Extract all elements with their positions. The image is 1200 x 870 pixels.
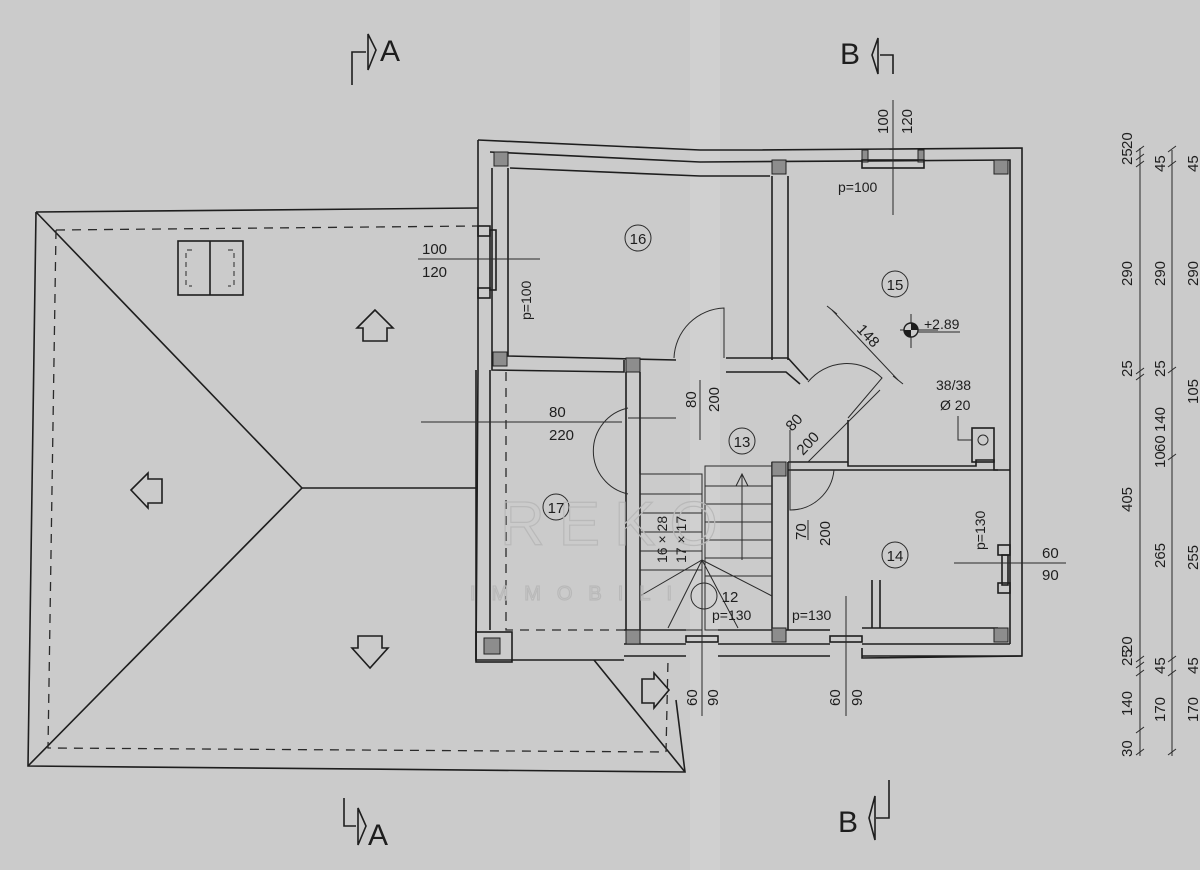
room-15-marker	[881, 270, 909, 298]
stairs-dimension-b: 17 × 17	[673, 516, 689, 563]
middle-dim-3: 25	[1152, 360, 1169, 377]
section-b-top-icon	[871, 37, 894, 75]
door14-width: 70	[793, 523, 810, 540]
svg-text:REKO: REKO	[500, 490, 732, 559]
arrow-right-icon	[641, 670, 671, 711]
middle-dim-8: 45	[1152, 657, 1169, 674]
roof-outline	[27, 207, 686, 773]
middle-dim-6: 60	[1152, 435, 1169, 452]
room-12-number: 12	[722, 589, 739, 606]
middle-dim-1: 45	[1152, 155, 1169, 172]
room16-sill: p=100	[518, 280, 534, 320]
room16-window-height: 120	[422, 264, 447, 281]
door16-width: 80	[683, 391, 700, 408]
inner-dim-2: 290	[1185, 261, 1200, 286]
section-a-top-icon	[351, 33, 377, 85]
middle-dim-7: 265	[1152, 543, 1169, 568]
room14-window-width: 60	[1042, 545, 1059, 562]
middle-dim-5: 10	[1152, 451, 1169, 468]
window-room-14	[997, 544, 1011, 594]
room-17-number: 17	[548, 500, 565, 517]
inner-dim-4: 255	[1185, 545, 1200, 570]
door-room-17	[592, 407, 676, 495]
room16-window-width: 100	[422, 241, 447, 258]
inner-dim-3: 105	[1185, 379, 1200, 404]
section-b-bottom-label: B	[838, 806, 858, 839]
door14-height: 200	[817, 521, 834, 546]
room-16-number: 16	[630, 231, 647, 248]
inner-dim-6: 170	[1185, 697, 1200, 722]
chimney-diameter: Ø 20	[940, 397, 971, 413]
watermark: REKO IMMOBILI	[469, 489, 732, 605]
room14-window-height: 90	[1042, 567, 1059, 584]
window-room-16	[477, 225, 497, 299]
leader-lines	[418, 100, 1066, 716]
middle-dim-4: 140	[1152, 407, 1169, 432]
section-a-bottom-icon	[343, 798, 367, 846]
outer-dim-1: 25	[1119, 148, 1136, 165]
room-12-marker	[690, 582, 718, 610]
chimney-size: 38/38	[936, 377, 971, 393]
level-marker-icon	[900, 314, 960, 348]
room15-window-width: 100	[875, 109, 892, 134]
room-13-number: 13	[734, 434, 751, 451]
middle-dim-9: 170	[1152, 697, 1169, 722]
outer-dim-5: 405	[1119, 487, 1136, 512]
outer-dim-7: 20	[1119, 636, 1136, 653]
outer-dim-3: 290	[1119, 261, 1136, 286]
dimension-chain-lines	[1135, 145, 1177, 756]
door-room-16	[673, 307, 725, 359]
room-17-walls	[475, 370, 626, 663]
svg-text:IMMOBILI: IMMOBILI	[470, 583, 688, 605]
room-14-number: 14	[887, 548, 904, 565]
room14-sill-bottom: p=130	[792, 607, 832, 623]
level-value: +2.89	[924, 316, 960, 332]
room14-sill-right: p=130	[972, 510, 988, 550]
bottom-left-window-width: 60	[684, 689, 701, 706]
room15-window-height: 120	[899, 109, 916, 134]
section-b-top-label: B	[840, 38, 860, 71]
room-16-marker	[624, 224, 652, 252]
section-a-top-label: A	[380, 35, 400, 68]
room-17-marker	[542, 493, 570, 521]
door17-width: 80	[549, 404, 566, 421]
roof-hatch-skylight	[177, 240, 244, 296]
section-a-bottom-label: A	[368, 819, 388, 852]
outer-dim-6: 25	[1119, 649, 1136, 666]
bottom-right-window-height: 90	[849, 689, 866, 706]
door17-height: 220	[549, 427, 574, 444]
staircase	[639, 465, 773, 631]
bottom-left-window-height: 90	[705, 689, 722, 706]
room12-sill: p=130	[712, 607, 752, 623]
door-room-14	[789, 430, 835, 511]
outer-dim-8: 140	[1119, 691, 1136, 716]
arrow-up-icon	[355, 308, 395, 342]
inner-dim-5: 45	[1185, 657, 1200, 674]
arrow-down-icon	[350, 635, 390, 670]
chimney-flue	[957, 416, 995, 463]
section-b-bottom-icon	[868, 780, 890, 841]
inner-dim-1: 45	[1185, 155, 1200, 172]
outer-dim-9: 30	[1119, 740, 1136, 757]
door-room-15	[807, 363, 883, 463]
outer-dim-2: 20	[1119, 132, 1136, 149]
room-15-number: 15	[887, 277, 904, 294]
room-14-marker	[881, 541, 909, 569]
stairs-dimension-a: 16 × 28	[654, 516, 670, 563]
room-13-marker	[728, 427, 756, 455]
bottom-right-window-width: 60	[827, 689, 844, 706]
diagonal-dimension	[826, 305, 904, 385]
room-16-walls	[491, 151, 677, 373]
outer-dim-4: 25	[1119, 360, 1136, 377]
arrow-left-icon	[129, 471, 163, 511]
middle-dim-2: 290	[1152, 261, 1169, 286]
room15-sill: p=100	[838, 179, 878, 195]
paper-fold	[690, 0, 720, 870]
door16-height: 200	[706, 387, 723, 412]
